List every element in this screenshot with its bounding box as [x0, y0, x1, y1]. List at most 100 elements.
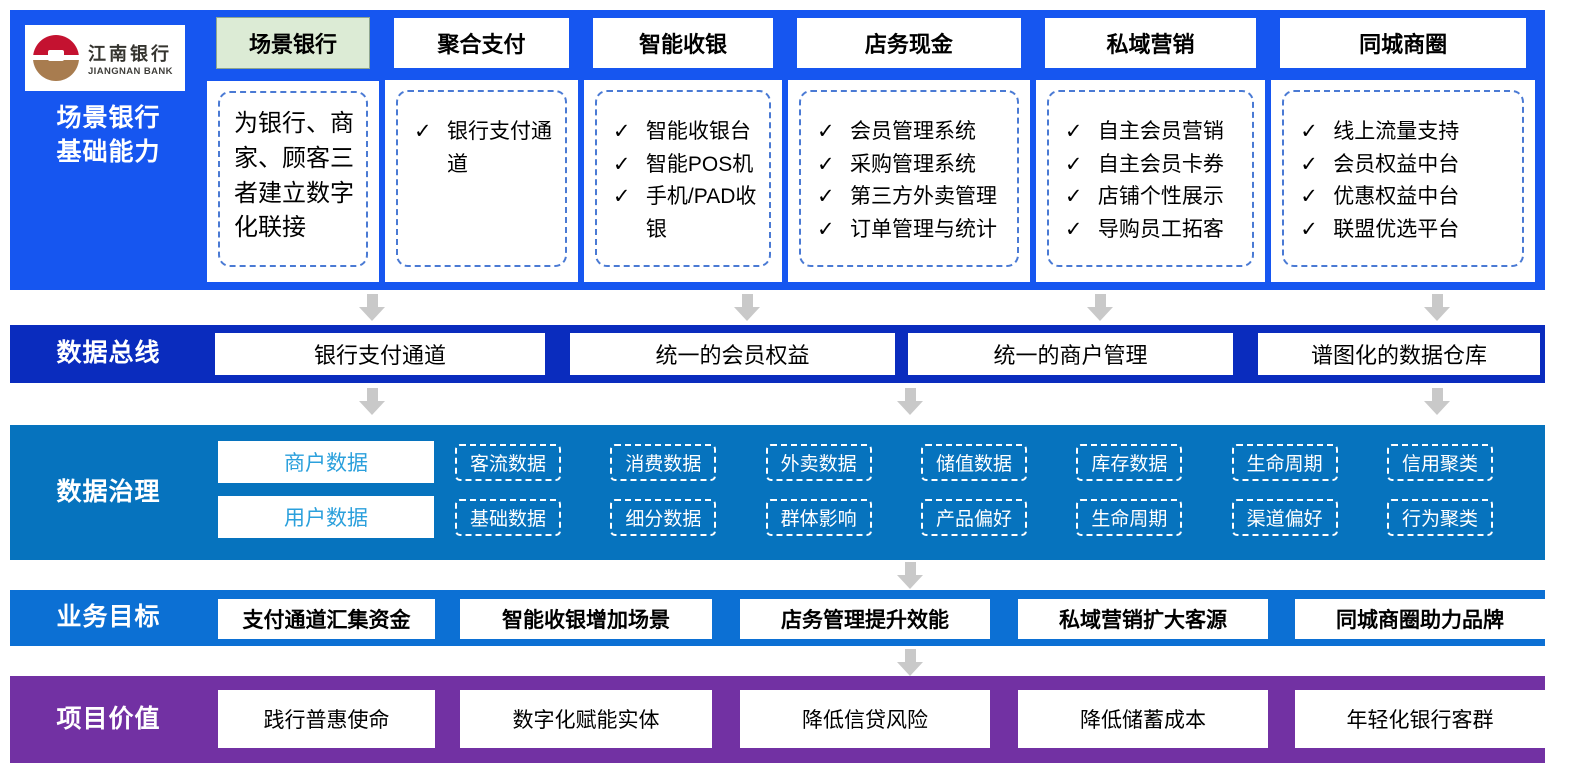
user-data-tags: 基础数据 细分数据 群体影响 产品偏好 生命周期 渠道偏好 行为聚类	[455, 496, 1493, 538]
column-header-aggregate-payment: 聚合支付	[394, 18, 569, 68]
column-smart-cashier: 智能收银 ✓ 智能收银台 ✓ 智能POS机 ✓ 手机/PAD收	[583, 18, 782, 282]
project-value-box: 践行普惠使命	[218, 690, 435, 748]
capability-item: ✓ 智能POS机	[612, 149, 761, 182]
check-icon: ✓	[1300, 152, 1318, 176]
capability-item: ✓ 联盟优选平台	[1299, 214, 1514, 247]
capability-columns: 场景银行 为银行、商家、顾客三者建立数字化联接 聚合支付 ✓ 银行支付通	[207, 17, 1535, 282]
merchant-data-row: 商户数据 客流数据 消费数据 外卖数据 储值数据 库存数据 生命周期 信用聚类	[10, 441, 1545, 483]
data-tag: 群体影响	[765, 498, 872, 536]
column-body: ✓ 智能收银台 ✓ 智能POS机 ✓ 手机/PAD收银	[583, 80, 782, 282]
check-icon: ✓	[1300, 120, 1318, 143]
capability-item: ✓ 银行支付通道	[413, 116, 557, 181]
check-icon: ✓	[1300, 185, 1318, 209]
check-icon: ✓	[612, 120, 631, 143]
down-arrow-icon	[897, 562, 923, 589]
data-tag: 客流数据	[455, 443, 562, 481]
data-bus-band: 数据总线 银行支付通道 统一的会员权益 统一的商户管理 谱图化的数据仓库	[10, 325, 1545, 383]
project-values-band: 项目价值 践行普惠使命 数字化赋能实体 降低信贷风险 降低储蓄成本 年轻化银行客…	[10, 676, 1545, 763]
dashed-panel: ✓ 会员管理系统 ✓ 采购管理系统 ✓ 第三方外卖管理 ✓	[799, 90, 1019, 267]
check-icon: ✓	[817, 152, 835, 176]
down-arrow-icon	[897, 649, 923, 676]
category-box-user-data: 用户数据	[218, 496, 434, 538]
business-goal-box: 支付通道汇集资金	[218, 599, 435, 639]
check-icon: ✓	[1300, 217, 1318, 241]
capabilities-label-line1: 场景银行	[56, 104, 161, 132]
data-tag: 行为聚类	[1386, 498, 1493, 536]
column-body: ✓ 会员管理系统 ✓ 采购管理系统 ✓ 第三方外卖管理 ✓	[788, 80, 1030, 282]
column-header-city-circle: 同城商圈	[1280, 18, 1526, 68]
check-icon: ✓	[817, 120, 835, 143]
column-header-store-cash: 店务现金	[797, 18, 1021, 68]
data-tag: 生命周期	[1076, 498, 1183, 536]
capability-item: ✓ 手机/PAD收银	[612, 181, 761, 246]
business-goals-band: 业务目标 支付通道汇集资金 智能收银增加场景 店务管理提升效能 私域营销扩大客源…	[10, 590, 1545, 646]
down-arrow-icon	[359, 388, 385, 415]
project-values-label: 项目价值	[56, 704, 161, 733]
check-icon: ✓	[612, 152, 631, 176]
column-city-circle: 同城商圈 ✓ 线上流量支持 ✓ 会员权益中台 ✓ 优惠权益中台	[1271, 18, 1535, 282]
column-body: ✓ 自主会员营销 ✓ 自主会员卡券 ✓ 店铺个性展示 ✓	[1035, 80, 1266, 282]
dashed-panel: ✓ 银行支付通道	[396, 90, 567, 267]
down-arrow-icon	[897, 388, 923, 415]
project-value-box: 降低储蓄成本	[1018, 690, 1268, 748]
capability-item: ✓ 会员管理系统	[816, 116, 1009, 149]
column-private-marketing: 私域营销 ✓ 自主会员营销 ✓ 自主会员卡券 ✓ 店铺个性展示	[1035, 18, 1266, 282]
data-governance-label: 数据治理	[56, 477, 161, 506]
capability-item: ✓ 自主会员卡券	[1064, 149, 1244, 182]
capability-item: ✓ 线上流量支持	[1299, 116, 1514, 149]
check-icon: ✓	[612, 185, 631, 209]
bank-name-cn: 江南银行	[88, 43, 172, 64]
data-tag: 细分数据	[610, 498, 717, 536]
data-tag: 生命周期	[1231, 443, 1338, 481]
bank-emblem-icon	[33, 35, 79, 81]
dashed-panel: ✓ 智能收银台 ✓ 智能POS机 ✓ 手机/PAD收银	[594, 90, 771, 267]
dashed-panel: ✓ 自主会员营销 ✓ 自主会员卡券 ✓ 店铺个性展示 ✓	[1046, 90, 1255, 267]
user-data-row: 用户数据 基础数据 细分数据 群体影响 产品偏好 生命周期 渠道偏好 行为聚类	[10, 496, 1545, 538]
capability-item: ✓ 会员权益中台	[1299, 149, 1514, 182]
data-governance-band: 数据治理 商户数据 客流数据 消费数据 外卖数据 储值数据 库存数据 生命周期 …	[10, 425, 1545, 560]
check-icon: ✓	[1064, 120, 1083, 143]
data-tag: 储值数据	[920, 443, 1027, 481]
column-scene-banking: 场景银行 为银行、商家、顾客三者建立数字化联接	[207, 17, 380, 282]
column-header-smart-cashier: 智能收银	[592, 18, 773, 68]
project-value-box: 降低信贷风险	[740, 690, 990, 748]
data-bus-box: 统一的商户管理	[908, 333, 1233, 375]
check-icon: ✓	[1064, 217, 1083, 241]
data-tag: 外卖数据	[765, 443, 872, 481]
down-arrow-icon	[1424, 294, 1450, 321]
data-tag: 库存数据	[1076, 443, 1183, 481]
business-goal-box: 店务管理提升效能	[740, 599, 990, 639]
business-goal-box: 智能收银增加场景	[460, 599, 712, 639]
column-body: ✓ 银行支付通道	[385, 80, 578, 282]
capability-item: ✓ 智能收银台	[612, 116, 761, 149]
capability-item: ✓ 采购管理系统	[816, 149, 1009, 182]
down-arrow-icon	[1087, 294, 1113, 321]
data-tag: 基础数据	[455, 498, 562, 536]
data-bus-box: 银行支付通道	[215, 333, 545, 375]
project-value-box: 年轻化银行客群	[1295, 690, 1545, 748]
data-bus-label: 数据总线	[56, 339, 161, 368]
data-tag: 信用聚类	[1386, 443, 1493, 481]
column-header-private-marketing: 私域营销	[1044, 18, 1257, 68]
capability-item: ✓ 第三方外卖管理	[816, 181, 1009, 214]
check-icon: ✓	[817, 185, 835, 209]
bank-name-en: JIANGNAN BANK	[88, 65, 173, 77]
capability-item: ✓ 店铺个性展示	[1064, 181, 1244, 214]
capabilities-band-label: 场景银行 基础能力	[10, 102, 207, 170]
category-box-merchant-data: 商户数据	[218, 441, 434, 483]
merchant-data-tags: 客流数据 消费数据 外卖数据 储值数据 库存数据 生命周期 信用聚类	[455, 441, 1493, 483]
jiangnan-bank-logo: 江南银行 JIANGNAN BANK	[25, 25, 185, 91]
data-bus-box: 统一的会员权益	[570, 333, 895, 375]
capabilities-band: 江南银行 JIANGNAN BANK 场景银行 基础能力 场景银行 为银行、商家…	[10, 10, 1545, 290]
dashed-panel: 为银行、商家、顾客三者建立数字化联接	[218, 91, 369, 267]
data-bus-box: 谱图化的数据仓库	[1258, 333, 1540, 375]
business-goals-label: 业务目标	[56, 603, 161, 632]
capability-item: 为银行、商家、顾客三者建立数字化联接	[234, 110, 354, 242]
column-body: 为银行、商家、顾客三者建立数字化联接	[207, 81, 380, 282]
check-icon: ✓	[414, 120, 432, 143]
capabilities-label-line2: 基础能力	[56, 137, 161, 166]
data-tag: 渠道偏好	[1231, 498, 1338, 536]
down-arrow-icon	[359, 294, 385, 321]
column-body: ✓ 线上流量支持 ✓ 会员权益中台 ✓ 优惠权益中台 ✓	[1271, 80, 1535, 282]
